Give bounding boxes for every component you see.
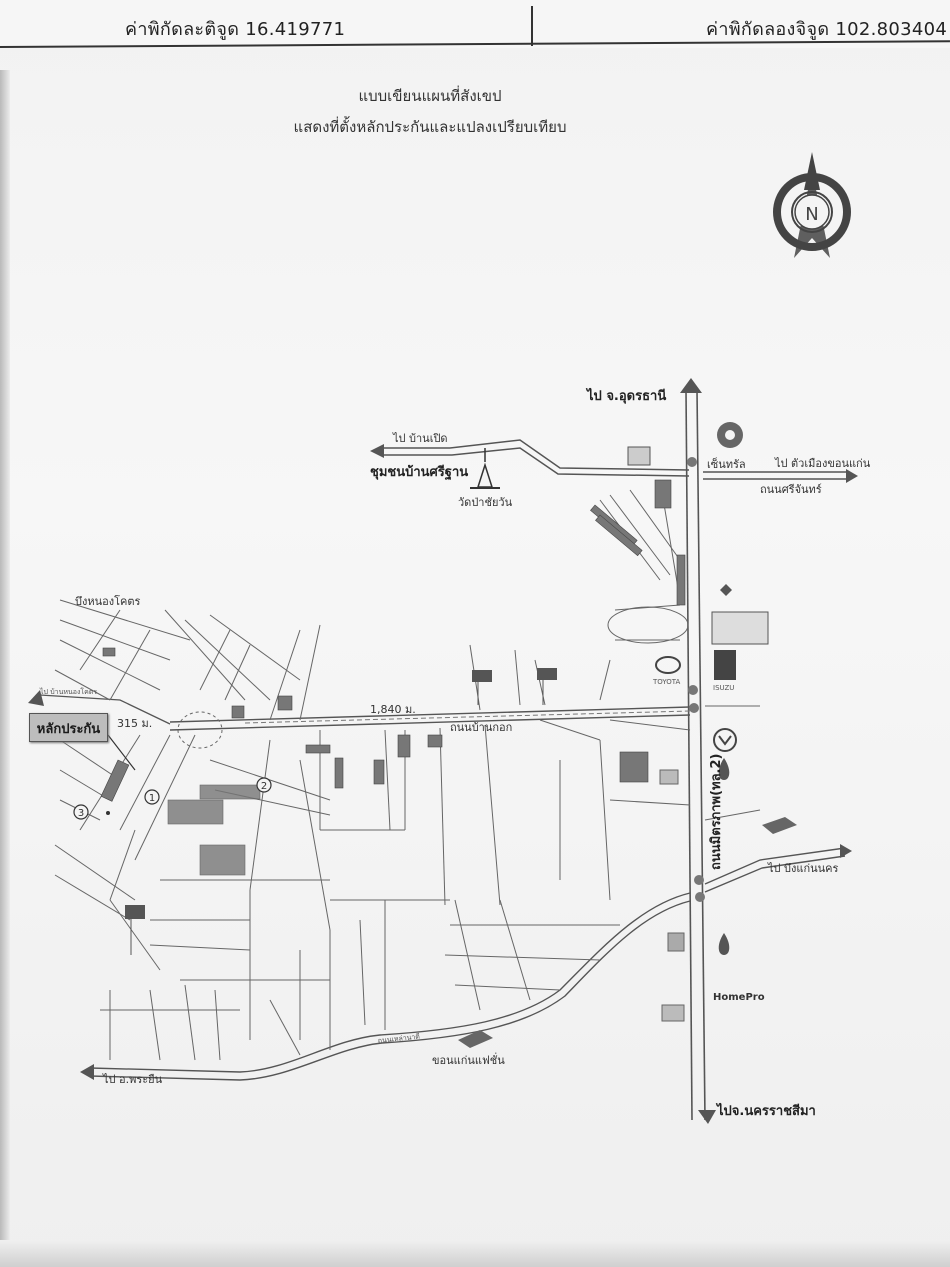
page-bottom-shadow	[0, 1240, 950, 1267]
coordinates-header: ค่าพิกัดละติจูด 16.419771 ค่าพิกัดลองจิจ…	[0, 0, 950, 48]
label-collateral-distance: 315 ม.	[117, 717, 152, 730]
building-icon	[458, 769, 797, 1048]
map-subtitle: แสดงที่ตั้งหลักประกันและแปลงเปรียบเทียบ	[293, 118, 567, 136]
label-ban-kok-road: ถนนบ้านกอก	[450, 721, 512, 734]
flag-icon	[125, 668, 557, 955]
label-distance-1840: 1,840 ม.	[370, 703, 416, 716]
label-central: เซ็นทรัล	[707, 457, 746, 471]
gas-station-icon	[718, 758, 730, 955]
label-to-phra-yuen: ไป อ.พระยืน	[102, 1073, 163, 1086]
collateral-label: หลักประกัน	[36, 722, 101, 737]
label-to-ban-nong-khot: ไป บ้านหนองโคตร	[39, 687, 97, 696]
collateral-label-box: หลักประกัน	[29, 713, 108, 742]
longitude-label: ค่าพิกัดลองจิจูด 102.803404	[706, 19, 948, 40]
label-sri-chan-road: ถนนศรีจันทร์	[760, 483, 822, 496]
svg-text:3: 3	[78, 808, 84, 819]
page-left-shadow	[0, 70, 10, 1267]
marker-3: 3	[73, 804, 89, 820]
junction-icon	[687, 457, 705, 902]
label-mittraphap-road: ถนนมิตรภาพ(ทล.2)	[709, 754, 724, 870]
school-icon	[627, 446, 651, 466]
label-wat: วัดป่าชัยวัน	[458, 496, 513, 509]
label-community: ชุมชนบ้านศรีฐาน	[370, 464, 468, 481]
bank-icon	[713, 728, 737, 752]
compass-letter: N	[805, 204, 818, 225]
label-toyota: TOYOTA	[652, 678, 681, 686]
collateral-pointer	[107, 734, 136, 771]
label-homepro: HomePro	[713, 992, 765, 1003]
label-bung-nong-khot: บึงหนองโคตร	[75, 594, 141, 608]
central-icon	[717, 422, 743, 448]
label-to-udon: ไป จ.อุดรธานี	[585, 387, 666, 404]
svg-text:1: 1	[149, 793, 155, 804]
header-divider	[531, 6, 533, 46]
label-to-ban-ped: ไป บ้านเปิด	[392, 432, 448, 445]
marker-2: 2	[256, 777, 272, 793]
label-to-nakhon-ratchasima: ไปจ.นครราชสีมา	[715, 1102, 816, 1119]
north-arrow-icon: N	[773, 152, 851, 258]
hotel-icon	[711, 584, 769, 645]
map-title: แบบเขียนแผนที่สังเขป	[358, 87, 502, 105]
label-isuzu: ISUZU	[713, 684, 734, 692]
svg-text:2: 2	[261, 781, 267, 792]
temple-icon	[470, 448, 500, 489]
isuzu-icon	[714, 650, 736, 680]
label-to-city: ไป ตัวเมืองขอนแก่น	[774, 457, 871, 470]
label-fashion: ขอนแก่นแฟชั่น	[432, 1052, 505, 1067]
latitude-label: ค่าพิกัดละติจูด 16.419771	[125, 19, 346, 40]
label-to-bung-kaen-nakhon: ไป บึงแก่นนคร	[767, 862, 839, 875]
toyota-icon	[655, 656, 681, 674]
marker-1: 1	[144, 789, 160, 805]
